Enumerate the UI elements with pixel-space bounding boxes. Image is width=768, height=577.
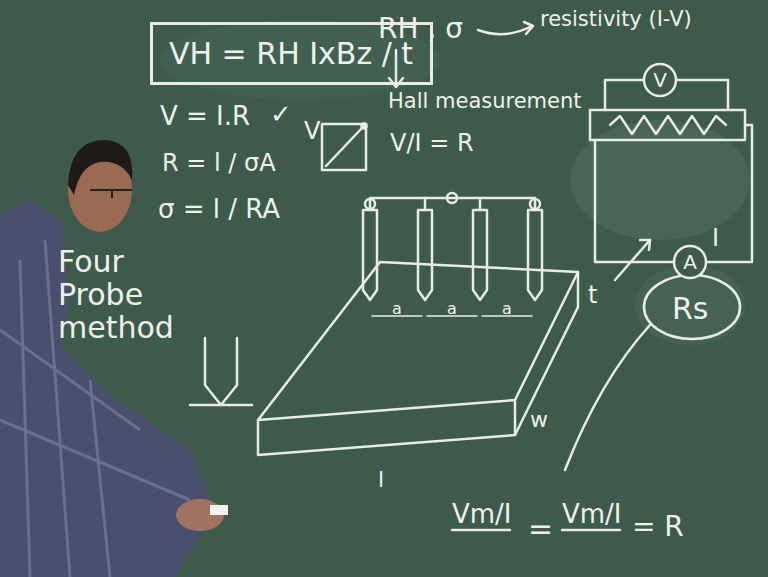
meter-symbol: V [642,62,678,98]
meter-circle [644,64,676,96]
arrow-head [524,22,533,34]
formula: = R [632,512,684,543]
dimension: w [530,408,548,432]
heading: Four Probe method [58,245,218,344]
chalk-curve [565,325,650,470]
chalk-arrow [478,26,532,34]
meter-circle [674,246,706,278]
sample-bar [590,110,745,140]
lecturer-hair [68,140,132,195]
highlight-loop [644,275,740,339]
current-wire [707,125,752,262]
resistor-symbol [610,116,726,134]
formula: Vm/I [452,500,512,529]
probe [473,210,487,300]
probe-sketch [205,338,237,405]
formula: = [528,512,553,545]
probe-contact [365,199,375,209]
chalk-piece [210,505,228,515]
probe-contact [447,193,457,203]
dimension: a [392,300,402,318]
formula: Vm/I [562,500,622,529]
dimension: a [447,300,457,318]
voltmeter-wire [678,80,728,110]
probe [528,210,542,300]
sample-front-face [258,400,515,455]
probe [418,210,432,300]
meter-symbol: A [672,244,708,280]
axis-label: V [304,118,320,144]
arrow-head [640,240,650,250]
current-label: I [712,225,719,251]
voltmeter-wire [605,80,642,110]
formula: RH , σ [378,14,463,45]
formula: R = l / σA [162,150,276,176]
meter-letter: V [653,69,667,91]
formula-text: VH = RH IxBz / t [169,37,414,70]
probe-sketch [190,404,252,407]
erased-smudge [570,120,750,240]
dimension: a [502,300,512,318]
formula: σ = l / RA [158,195,280,224]
lecturer-glasses [90,190,132,198]
resistance-label: Rs [672,292,708,325]
check-mark: ✓ [270,100,292,129]
graph-line [326,128,362,166]
note: Hall measurement [388,90,582,113]
dimension: l [378,468,384,492]
formula: V/I = R [390,130,474,156]
probe [363,210,377,300]
variable-resistor-arrow [615,240,650,280]
meter-letter: A [683,251,697,273]
probe-contact [530,199,540,209]
note: resistivity (I-V) [540,8,700,31]
sample-side-face [515,272,578,435]
dimension: t [588,282,597,308]
graph-box [322,124,366,170]
graph-dot [362,124,367,129]
current-wire [595,140,673,262]
formula: V = I.R [160,102,250,131]
